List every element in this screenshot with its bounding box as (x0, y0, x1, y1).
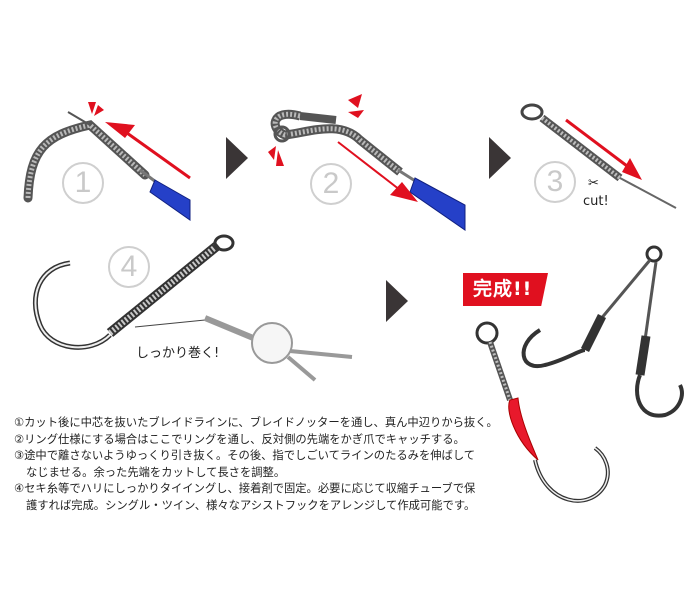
next-arrow-icon (489, 137, 511, 179)
step-number-3: 3 (534, 161, 576, 203)
instruction-step-1: ①カット後に中芯を抜いたブレイドラインに、ブレイドノッターを通し、真ん中辺りから… (14, 416, 498, 429)
wrap-firmly-label: しっかり巻く! (136, 346, 220, 361)
next-arrow-icon (386, 280, 408, 322)
next-arrow-icon (226, 137, 248, 179)
cut-label: cut! (583, 194, 609, 209)
step-4-panel: 4 しっかり巻く! (0, 225, 370, 405)
instruction-step-4: ④セキ糸等でハリにしっかりタイイングし、接着剤で固定。必要に応じて収縮チューブで… (14, 482, 476, 496)
scissors-icon: ✂ (588, 176, 599, 191)
instruction-step-3: ③途中で離さないようゆっくり引き抜く。その後、指でしごいてラインのたるみを伸ばし… (14, 449, 476, 463)
completion-badge: 完成!! (463, 273, 548, 306)
instruction-step-4-cont: 護すれば完成。シングル・ツイン、様々なアシストフックをアレンジして作成可能です。 (26, 498, 476, 512)
instruction-step-2: ②リング仕様にする場合はここでリングを通し、反対側の先端をかぎ爪でキャッチする。 (14, 432, 465, 446)
step-3-illustration (520, 103, 677, 209)
step-1-illustration (23, 102, 191, 221)
step-1-panel: 1 (0, 80, 240, 230)
step-number-2: 2 (310, 163, 352, 205)
step-3-panel: 3 ✂ cut! (470, 80, 700, 230)
step-2-illustration (268, 94, 466, 231)
step-number-4: 4 (108, 246, 150, 288)
step-2-panel: 2 (240, 80, 470, 231)
step-4-illustration (33, 234, 353, 382)
instructions-list: ①カット後に中芯を抜いたブレイドラインに、ブレイドノッターを通し、真ん中辺りから… (14, 415, 498, 515)
instruction-step-3-cont: なじませる。余った先端をカットして長さを調整。 (26, 465, 286, 479)
step-number-1: 1 (62, 162, 104, 204)
